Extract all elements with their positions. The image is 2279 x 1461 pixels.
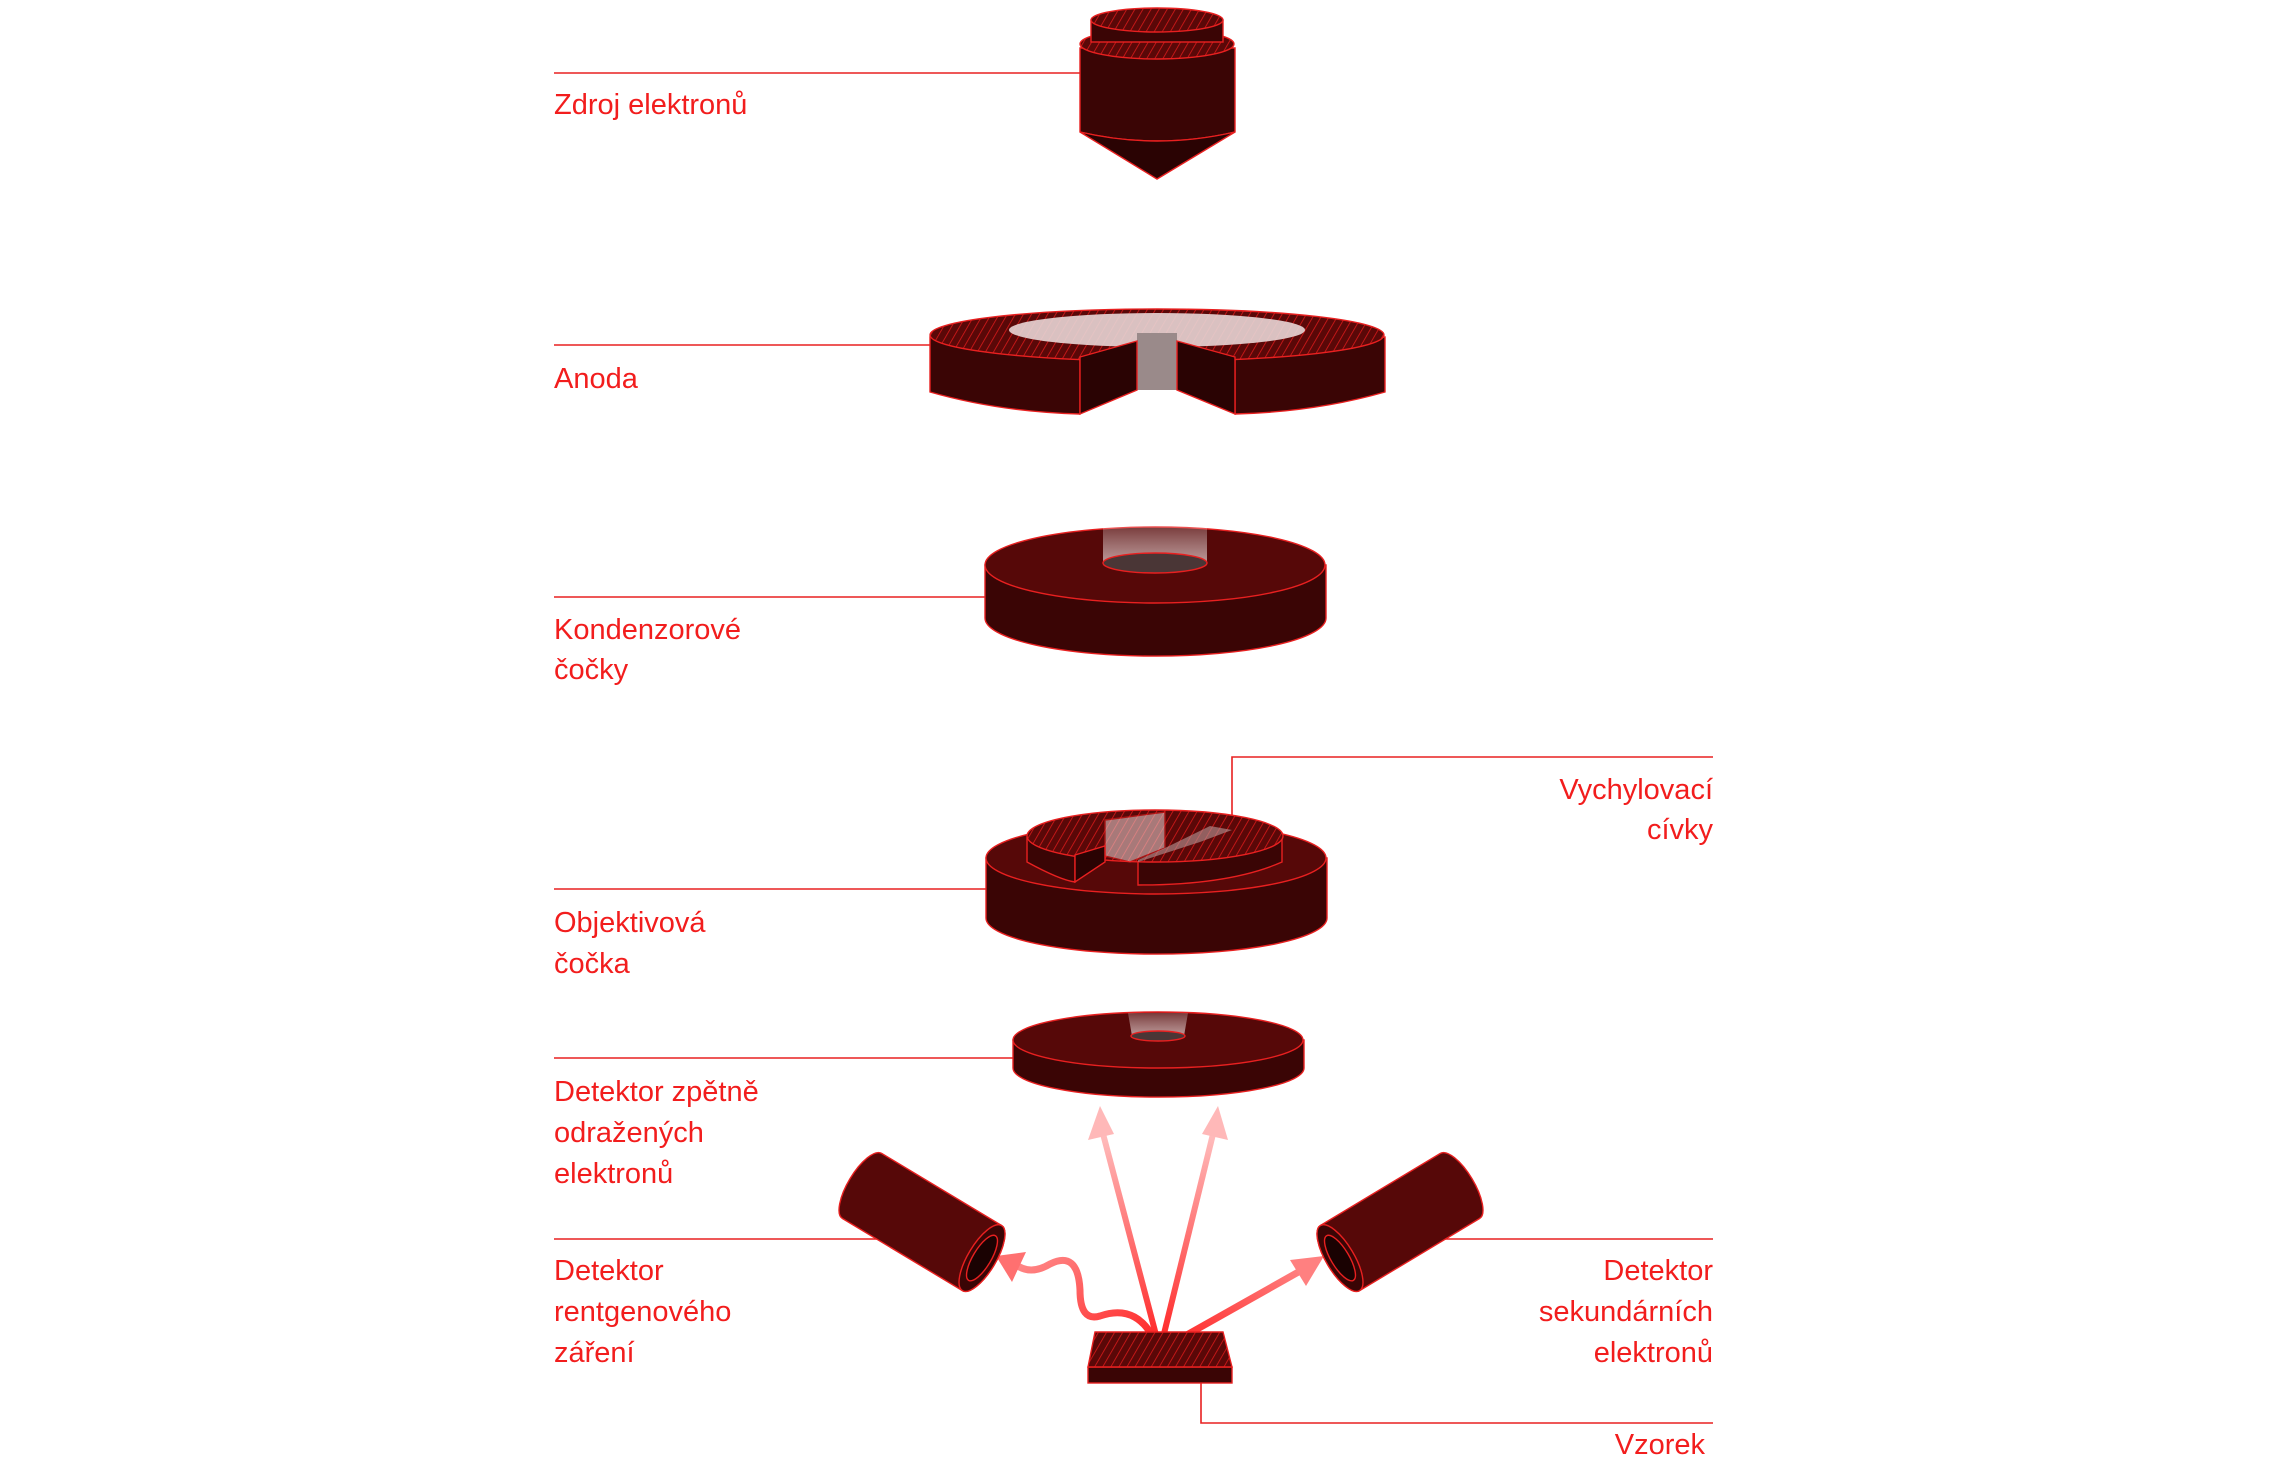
se-detector-shape bbox=[1316, 1151, 1484, 1293]
label-se-1: Detektor bbox=[1603, 1255, 1713, 1287]
bse-arrow-left bbox=[1099, 1129, 1163, 1351]
arrowhead-icon bbox=[1202, 1106, 1228, 1140]
deflection-coils-shape bbox=[1026, 809, 1284, 886]
label-xray-1: Detektor bbox=[554, 1255, 664, 1287]
label-se-2: sekundárních bbox=[1539, 1296, 1713, 1328]
leader-sample bbox=[1200, 1382, 1713, 1424]
label-deflection-2: cívky bbox=[1647, 814, 1714, 846]
anode-shape bbox=[929, 308, 1386, 416]
xray-wave-arrow bbox=[1012, 1256, 1162, 1350]
bse-detector-shape bbox=[1012, 1011, 1305, 1098]
electron-source-shape bbox=[1079, 7, 1236, 180]
arrowhead-icon bbox=[1290, 1256, 1324, 1286]
leader-deflection-coils bbox=[1231, 756, 1713, 816]
signal-arrows bbox=[996, 1106, 1324, 1354]
leader-lines bbox=[554, 72, 1713, 1424]
label-objective-2: čočka bbox=[554, 948, 631, 980]
label-bse-1: Detektor zpětně bbox=[554, 1076, 759, 1108]
label-deflection-1: Vychylovací bbox=[1559, 774, 1713, 806]
label-condenser-1: Kondenzorové bbox=[554, 614, 741, 646]
label-sample: Vzorek bbox=[1615, 1429, 1706, 1461]
bse-arrow-right bbox=[1157, 1129, 1217, 1351]
label-bse-2: odražených bbox=[554, 1117, 704, 1149]
label-anode: Anoda bbox=[554, 363, 639, 395]
sample-shape bbox=[1087, 1331, 1233, 1384]
xray-detector-shape bbox=[838, 1151, 1006, 1293]
condenser-lens-shape bbox=[984, 526, 1327, 657]
label-objective-1: Objektivová bbox=[554, 907, 706, 939]
label-xray-3: záření bbox=[554, 1337, 635, 1369]
label-bse-3: elektronů bbox=[554, 1158, 673, 1190]
arrowhead-icon bbox=[1088, 1106, 1114, 1140]
label-electron-source: Zdroj elektronů bbox=[554, 89, 747, 121]
label-condenser-2: čočky bbox=[554, 654, 629, 686]
arrowhead-icon bbox=[996, 1252, 1026, 1282]
label-se-3: elektronů bbox=[1594, 1337, 1713, 1369]
label-xray-2: rentgenového bbox=[554, 1296, 731, 1328]
